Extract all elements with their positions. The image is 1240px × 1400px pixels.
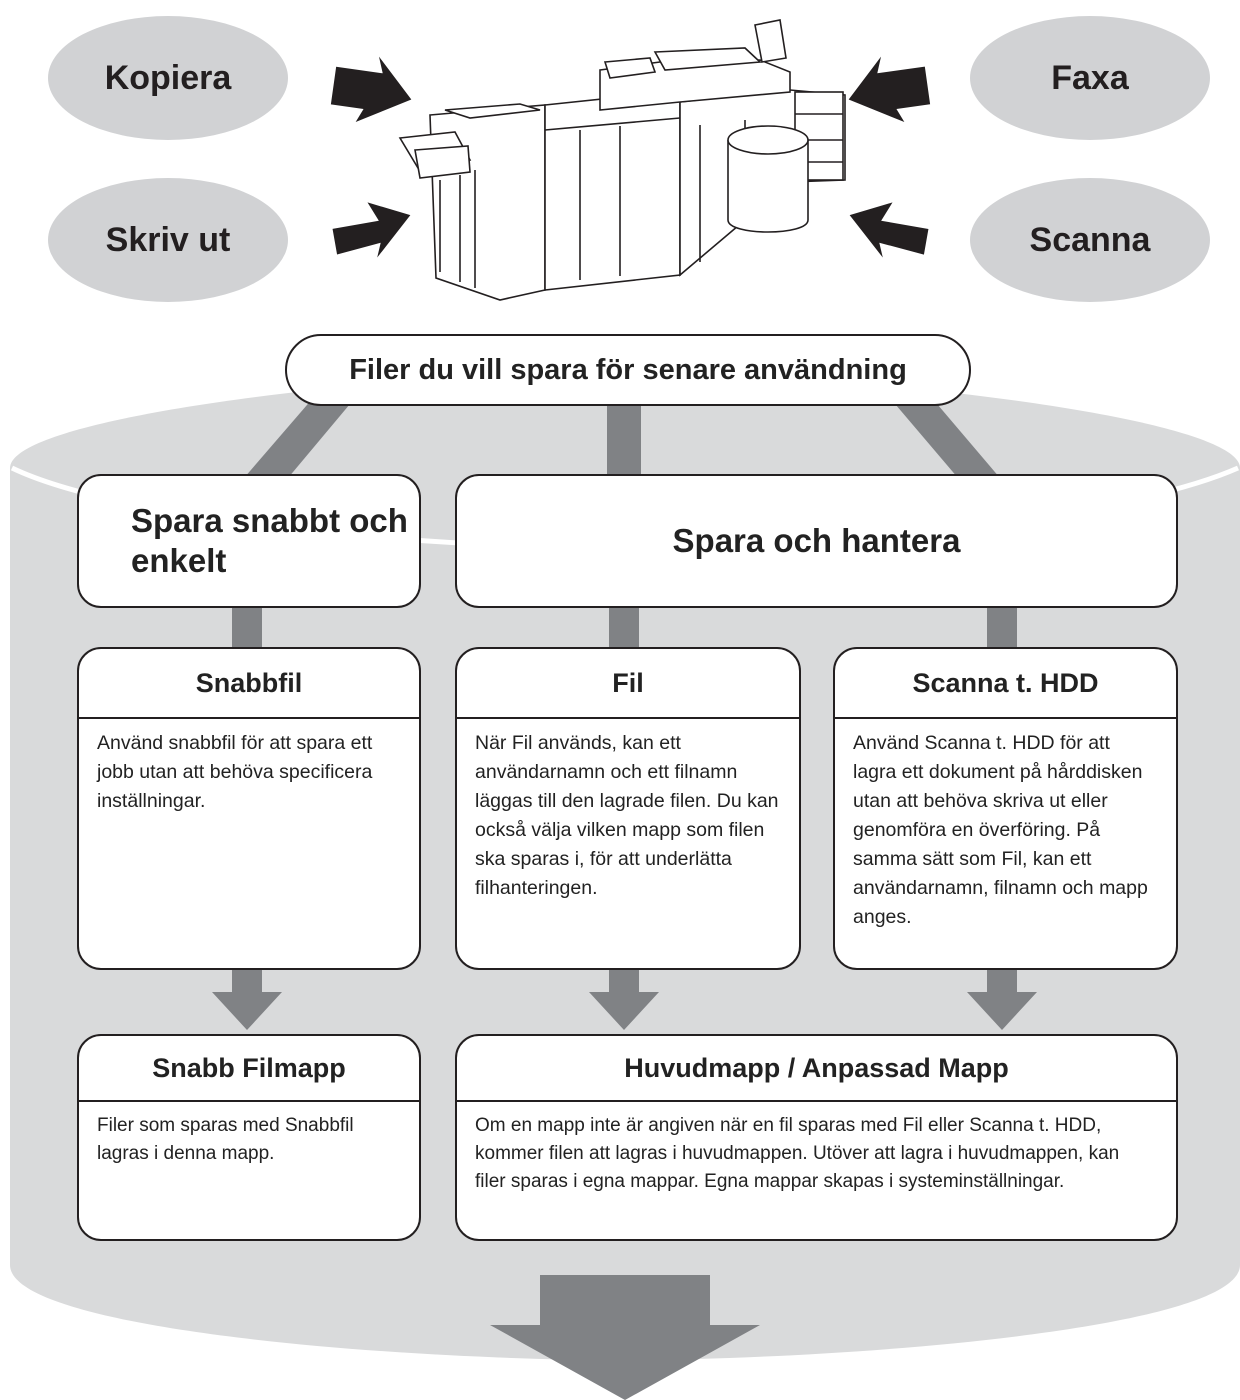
mode-file: Fil När Fil används, kan ett användarnam… xyxy=(455,647,801,970)
mode-quickfile-text: Använd snabbfil för att spara ett jobb u… xyxy=(97,732,373,812)
folder-quick-text: Filer som sparas med Snabbfil lagras i d… xyxy=(97,1115,354,1164)
ellipse-scan xyxy=(970,178,1210,302)
arrow-scan-in xyxy=(849,202,929,258)
down-arrow-scan xyxy=(967,968,1037,1030)
ellipse-fax xyxy=(970,16,1210,140)
connector-manage-right xyxy=(890,398,1000,478)
source-fax: Faxa xyxy=(1051,58,1129,97)
folder-main-custom: Huvudmapp / Anpassad Mapp Om en mapp int… xyxy=(455,1034,1178,1241)
connector-file-mode xyxy=(609,606,639,650)
connector-scan-mode xyxy=(987,606,1017,650)
folder-main-custom-title: Huvudmapp / Anpassad Mapp xyxy=(457,1036,1176,1102)
printer-illustration xyxy=(398,19,846,301)
connector-quick-mode xyxy=(232,606,262,650)
mode-scan-hdd: Scanna t. HDD Använd Scanna t. HDD för a… xyxy=(833,647,1178,970)
top-label: Filer du vill spara för senare användnin… xyxy=(285,334,971,406)
source-copy: Kopiera xyxy=(104,58,232,97)
mode-file-title: Fil xyxy=(457,649,799,719)
folder-main-custom-text: Om en mapp inte är angiven när en fil sp… xyxy=(475,1115,1120,1192)
mode-quickfile-title: Snabbfil xyxy=(79,649,419,719)
ellipse-print xyxy=(48,178,288,302)
arrow-copy-in xyxy=(330,56,412,123)
mode-scan-hdd-title: Scanna t. HDD xyxy=(835,649,1176,719)
connector-quick xyxy=(244,398,355,478)
down-arrow-file xyxy=(589,968,659,1030)
arrow-print-in xyxy=(332,202,411,258)
down-arrow-quick xyxy=(212,968,282,1030)
folder-quick: Snabb Filmapp Filer som sparas med Snabb… xyxy=(77,1034,421,1241)
mode-file-text: När Fil används, kan ett användarnamn oc… xyxy=(475,732,779,899)
source-print: Skriv ut xyxy=(105,220,231,259)
source-scan: Scanna xyxy=(1029,220,1151,259)
arrow-fax-in xyxy=(848,56,931,123)
category-manage: Spara och hantera xyxy=(455,474,1178,608)
mode-scan-hdd-text: Använd Scanna t. HDD för att lagra ett d… xyxy=(853,732,1148,928)
ellipse-copy xyxy=(48,16,288,140)
mode-quickfile: Snabbfil Använd snabbfil för att spara e… xyxy=(77,647,421,970)
folder-quick-title: Snabb Filmapp xyxy=(79,1036,419,1102)
big-down-arrow xyxy=(490,1275,760,1400)
category-quick: Spara snabbt och enkelt xyxy=(77,474,421,608)
connector-manage-mid xyxy=(607,398,641,480)
